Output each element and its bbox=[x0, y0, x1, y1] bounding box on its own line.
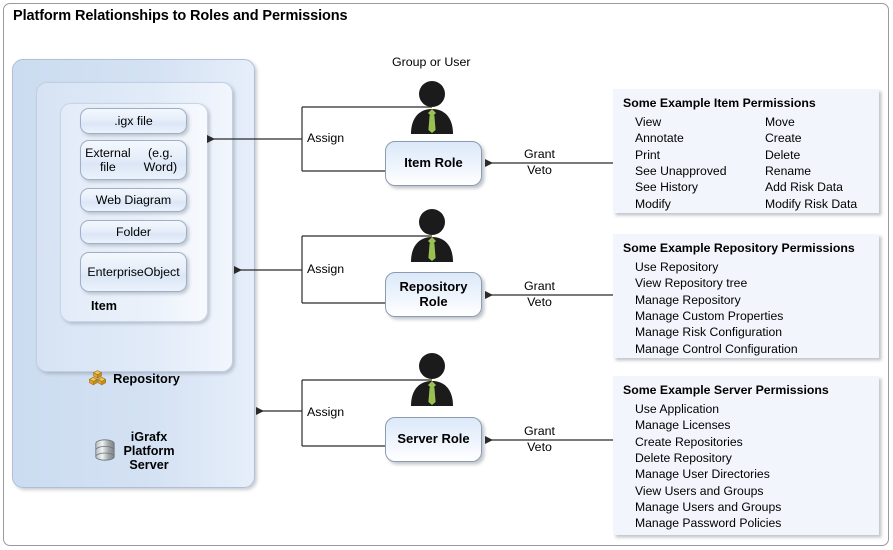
server-label-line1: iGrafx bbox=[130, 430, 168, 444]
permission-item: Manage Risk Configuration bbox=[635, 325, 783, 340]
item-role-box[interactable]: Item Role bbox=[385, 141, 482, 186]
server-role-label: Server Role bbox=[397, 431, 470, 447]
item-role-label: Item Role bbox=[404, 155, 463, 171]
server-role-box[interactable]: Server Role bbox=[385, 417, 482, 462]
permission-item: View Repository tree bbox=[635, 276, 748, 291]
repository-permissions-panel: Some Example Repository Permissions Use … bbox=[613, 234, 879, 358]
server-permissions-panel: Some Example Server Permissions Use Appl… bbox=[613, 376, 879, 535]
item-type-igx-file[interactable]: .igx file bbox=[80, 108, 187, 134]
permission-item: Manage Control Configuration bbox=[635, 341, 798, 356]
external-file-line2: (e.g. Word) bbox=[143, 145, 178, 174]
page-title: Platform Relationships to Roles and Perm… bbox=[13, 8, 348, 24]
veto-label: Veto bbox=[527, 294, 552, 309]
person-icon bbox=[411, 353, 453, 406]
veto-label: Veto bbox=[527, 439, 552, 454]
permission-item: Rename bbox=[765, 164, 812, 179]
permission-item: View Users and Groups bbox=[635, 483, 764, 498]
grant-label: Grant bbox=[524, 279, 555, 293]
item-container-label: Item bbox=[91, 299, 117, 313]
repository-permissions-title: Some Example Repository Permissions bbox=[623, 241, 855, 255]
assign-label-server: Assign bbox=[307, 405, 345, 419]
cubes-icon bbox=[89, 370, 107, 386]
platform-server-label: iGrafx Platform Server bbox=[52, 430, 217, 472]
permission-item: Create Repositories bbox=[635, 434, 743, 449]
repository-role-line1: Repository bbox=[399, 278, 468, 294]
item-permissions-title: Some Example Item Permissions bbox=[623, 96, 816, 110]
permission-item: Modify bbox=[635, 196, 671, 211]
grant-label: Grant bbox=[524, 147, 555, 161]
repository-role-label: Repository Role bbox=[399, 278, 468, 310]
permission-item: Delete Repository bbox=[635, 451, 732, 466]
person-icon bbox=[411, 209, 453, 262]
group-or-user-caption: Group or User bbox=[392, 55, 471, 69]
permission-item: Manage Password Policies bbox=[635, 516, 782, 531]
permission-item: View bbox=[635, 115, 662, 129]
enterprise-object-line2: Object bbox=[143, 264, 180, 279]
grant-veto-label-item: Grant Veto bbox=[524, 147, 555, 178]
enterprise-object-line1: Enterprise bbox=[87, 264, 144, 279]
permission-item: See Unapproved bbox=[635, 164, 727, 179]
item-permissions-column-2: Move Create Delete Rename Add Risk Data … bbox=[753, 114, 857, 212]
grant-veto-label-server: Grant Veto bbox=[524, 424, 555, 455]
repository-container-label: Repository bbox=[36, 370, 233, 386]
item-type-web-diagram[interactable]: Web Diagram bbox=[80, 188, 187, 212]
permission-item: Use Repository bbox=[635, 260, 719, 274]
permission-item: Manage Users and Groups bbox=[635, 500, 782, 515]
permission-item: Annotate bbox=[635, 131, 684, 146]
item-type-external-file[interactable]: External file (e.g. Word) bbox=[80, 140, 187, 180]
permission-item: Manage Licenses bbox=[635, 418, 731, 433]
permission-item: Move bbox=[765, 115, 795, 129]
server-permissions-title: Some Example Server Permissions bbox=[623, 383, 829, 397]
grant-veto-label-repository: Grant Veto bbox=[524, 279, 555, 310]
assign-label-repository: Assign bbox=[307, 262, 345, 276]
server-label-line2: Platform bbox=[123, 444, 175, 459]
item-type-folder[interactable]: Folder bbox=[80, 220, 187, 244]
permission-item: Delete bbox=[765, 147, 801, 162]
permission-item: Manage Repository bbox=[635, 292, 741, 307]
veto-label: Veto bbox=[527, 162, 552, 177]
repository-permissions-column-1: Use Repository View Repository tree Mana… bbox=[613, 259, 879, 357]
item-permissions-column-1: View Annotate Print See Unapproved See H… bbox=[613, 114, 753, 212]
permission-item: Add Risk Data bbox=[765, 180, 843, 195]
permission-item: Print bbox=[635, 147, 661, 162]
platform-server-label-text: iGrafx Platform Server bbox=[123, 430, 174, 472]
external-file-line1: External file bbox=[85, 145, 131, 174]
repository-role-line2: Role bbox=[419, 293, 448, 309]
grant-label: Grant bbox=[524, 424, 555, 438]
item-type-enterprise-object[interactable]: Enterprise Object bbox=[80, 252, 187, 292]
permission-item: Use Application bbox=[635, 402, 720, 416]
permission-item: Manage User Directories bbox=[635, 467, 770, 482]
database-icon bbox=[94, 439, 116, 463]
assign-label-item: Assign bbox=[307, 131, 345, 145]
repository-label-text: Repository bbox=[113, 370, 180, 386]
permission-item: Modify Risk Data bbox=[765, 196, 858, 211]
repository-role-box[interactable]: Repository Role bbox=[385, 272, 482, 317]
permission-item: Manage Custom Properties bbox=[635, 309, 784, 324]
server-label-line3: Server bbox=[129, 458, 169, 473]
item-permissions-panel: Some Example Item Permissions View Annot… bbox=[613, 89, 879, 213]
server-permissions-column-1: Use Application Manage Licenses Create R… bbox=[613, 401, 879, 532]
permission-item: See History bbox=[635, 180, 698, 195]
permission-item: Create bbox=[765, 131, 802, 146]
person-icon bbox=[411, 81, 453, 134]
